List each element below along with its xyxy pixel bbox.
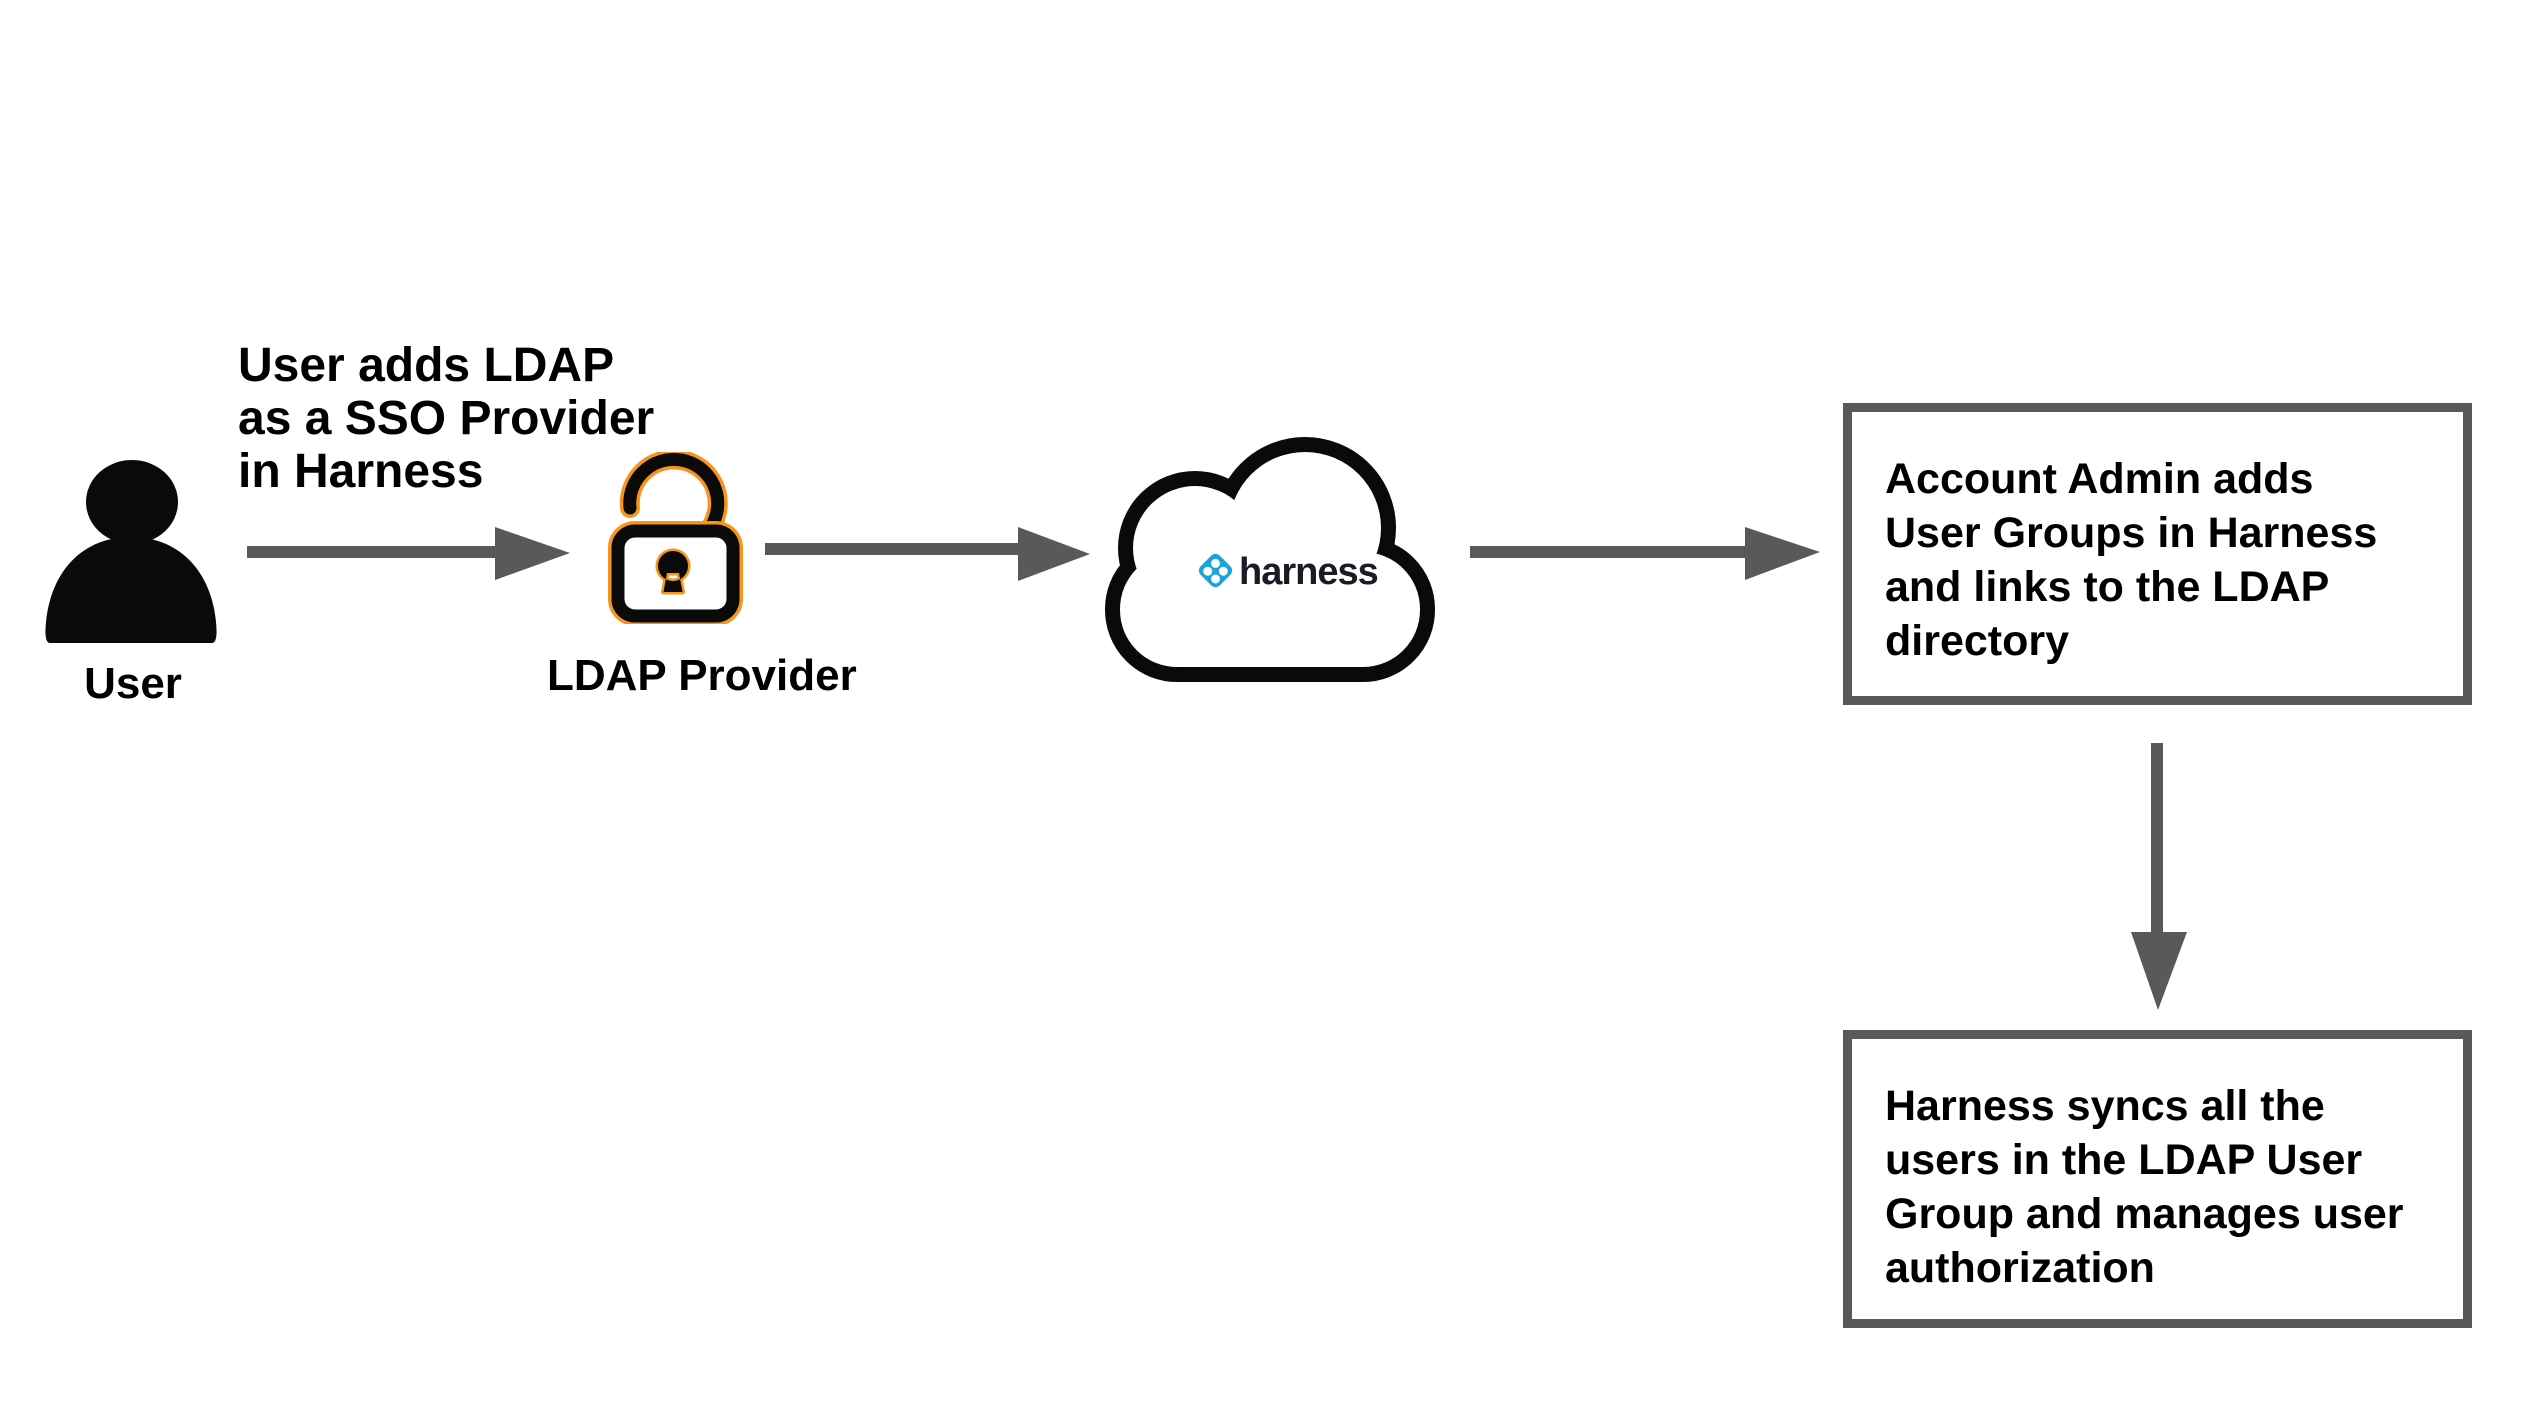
cloud-icon [1105,437,1435,682]
person-icon [45,460,217,643]
box-line: User Groups in Harness [1885,509,2378,557]
box-line: authorization [1885,1244,2155,1292]
box-line: directory [1885,617,2070,665]
caption-line: User adds LDAP [238,339,615,392]
caption-line: as a SSO Provider [238,392,655,445]
arrow-right-icon [1470,527,1820,580]
arrow-right-icon [765,527,1090,581]
harness-wordmark: harness [1239,551,1379,593]
box-line: Group and manages user [1885,1190,2404,1238]
user-label: User [84,659,182,708]
flow-box-account-admin: Account Admin adds User Groups in Harnes… [1843,403,2472,705]
caption-line: in Harness [238,445,484,498]
ldap-provider-label: LDAP Provider [547,651,857,700]
harness-diamond-icon [1195,550,1235,590]
arrow-down-icon [2131,743,2187,1010]
box-line: Harness syncs all the [1885,1082,2325,1130]
flow-box-sync: Harness syncs all the users in the LDAP … [1843,1030,2472,1328]
harness-logo: harness [1195,550,1379,593]
caption-text: User adds LDAP as a SSO Provider in Harn… [238,339,654,498]
box-line: Account Admin adds [1885,455,2314,503]
arrow-right-icon [247,527,570,580]
box-line: users in the LDAP User [1885,1136,2363,1184]
open-padlock-icon [608,452,743,624]
box-line: and links to the LDAP [1885,563,2330,611]
